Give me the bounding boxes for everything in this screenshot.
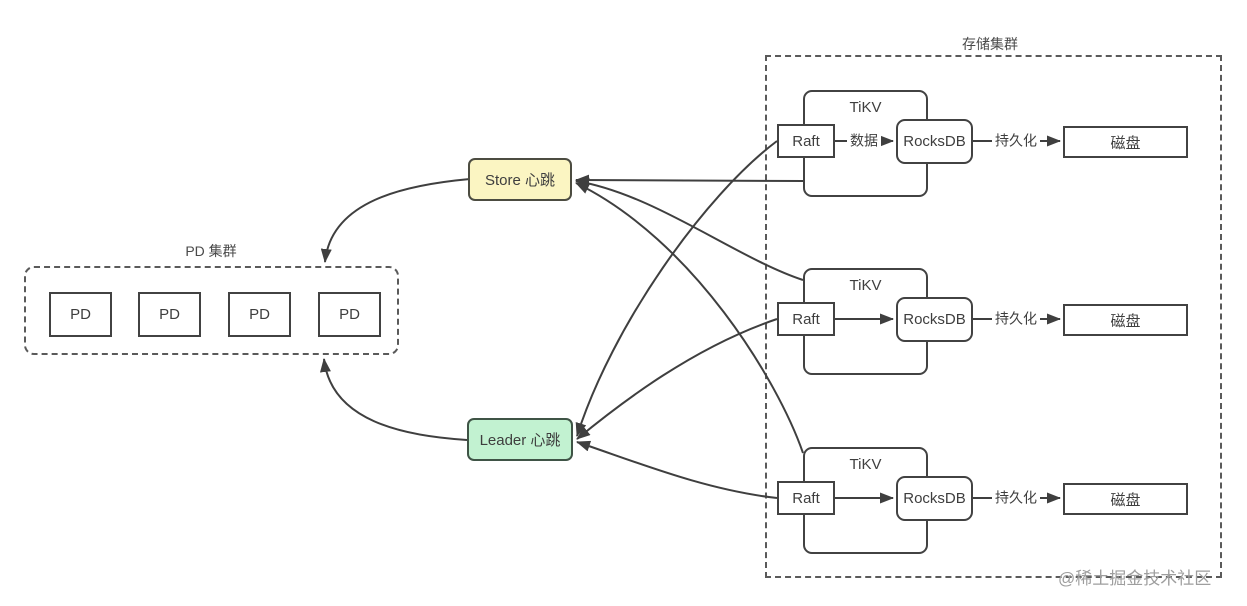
edge-raft1-to-leader-heartbeat [575, 140, 778, 437]
pd-node-label: PD [249, 306, 270, 323]
rocksdb-label: RocksDB [903, 490, 966, 507]
edge-label-persist-2: 持久化 [992, 310, 1040, 328]
raft-box-1: Raft [777, 124, 835, 158]
rocksdb-label: RocksDB [903, 311, 966, 328]
raft-box-3: Raft [777, 481, 835, 515]
tikv-label-2: TiKV [849, 277, 882, 294]
raft-label: Raft [792, 132, 820, 150]
rocksdb-box-2: RocksDB [896, 297, 973, 342]
rocksdb-box-1: RocksDB [896, 119, 973, 164]
leader-heartbeat-label: Leader 心跳 [479, 432, 561, 449]
tikv-label-1: TiKV [849, 99, 882, 116]
pd-cluster-box [24, 266, 399, 355]
disk-box-1: 磁盘 [1063, 126, 1188, 158]
store-heartbeat-box: Store 心跳 [468, 158, 572, 201]
pd-cluster-title: PD 集群 [185, 243, 237, 259]
edge-store-heartbeat-to-pd [320, 178, 471, 263]
disk-box-3: 磁盘 [1063, 483, 1188, 515]
storage-cluster-title: 存储集群 [962, 36, 1018, 52]
raft-label: Raft [792, 489, 820, 507]
disk-box-2: 磁盘 [1063, 304, 1188, 336]
pd-node-2: PD [138, 292, 201, 337]
rocksdb-label: RocksDB [903, 133, 966, 150]
edge-raft2-to-leader-heartbeat [576, 318, 778, 440]
disk-label: 磁盘 [1110, 312, 1141, 330]
edge-leader-heartbeat-to-pd [320, 358, 468, 441]
tikv-label-3: TiKV [849, 456, 882, 473]
pd-node-label: PD [70, 306, 91, 323]
leader-heartbeat-box: Leader 心跳 [467, 418, 573, 461]
pd-node-1: PD [49, 292, 112, 337]
pd-node-4: PD [318, 292, 381, 337]
edge-label-persist-3: 持久化 [992, 489, 1040, 507]
rocksdb-box-3: RocksDB [896, 476, 973, 521]
edge-label-persist-1: 持久化 [992, 132, 1040, 150]
store-heartbeat-label: Store 心跳 [484, 172, 556, 189]
pd-node-3: PD [228, 292, 291, 337]
raft-label: Raft [792, 310, 820, 328]
pd-node-label: PD [159, 306, 180, 323]
edge-label-data-1: 数据 [847, 132, 881, 150]
edge-raft3-to-leader-heartbeat [576, 440, 778, 499]
watermark-text: @稀土掘金技术社区 [1058, 569, 1212, 588]
raft-box-2: Raft [777, 302, 835, 336]
pd-node-label: PD [339, 306, 360, 323]
disk-label: 磁盘 [1110, 134, 1141, 152]
disk-label: 磁盘 [1110, 491, 1141, 509]
